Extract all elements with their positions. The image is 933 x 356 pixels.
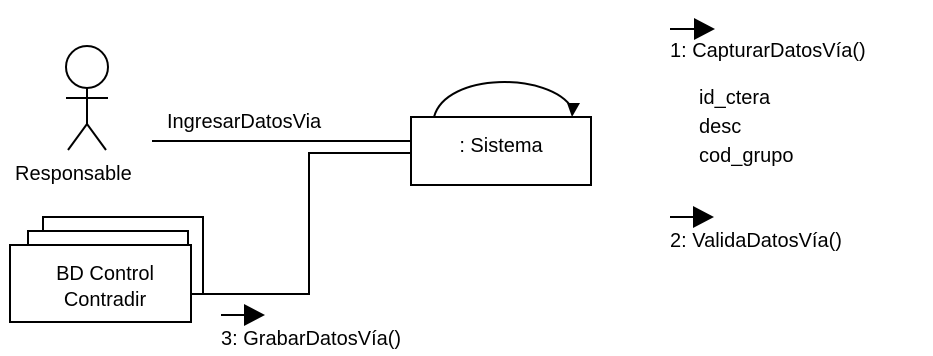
- datastore-label-line2: Contradir: [64, 289, 147, 311]
- param-id-ctera: id_ctera: [699, 87, 771, 109]
- message-2-label: 2: ValidaDatosVía(): [670, 230, 842, 252]
- message-2-arrow: [670, 206, 714, 228]
- actor-left-leg: [67, 123, 88, 151]
- datastore-label-line1: BD Control: [56, 263, 154, 285]
- message-3-arrow: [221, 304, 265, 326]
- actor-head: [65, 45, 109, 89]
- actor-system-link-label: IngresarDatosVia: [167, 111, 322, 133]
- system-object-label: : Sistema: [459, 135, 543, 157]
- datastore-front-box: [9, 244, 192, 323]
- param-cod-grupo: cod_grupo: [699, 145, 794, 167]
- system-object-box: [410, 116, 592, 186]
- actor-label: Responsable: [15, 163, 132, 185]
- actor-right-leg: [86, 123, 107, 151]
- system-datastore-link: [203, 152, 411, 295]
- datastore-stack: [9, 216, 204, 323]
- self-message-arc: [433, 81, 573, 118]
- message-3-label: 3: GrabarDatosVía(): [221, 328, 401, 350]
- message-1-label: 1: CapturarDatosVía(): [670, 40, 866, 62]
- actor-responsable: [65, 45, 109, 151]
- param-desc: desc: [699, 116, 741, 138]
- message-1-arrow: [670, 18, 715, 40]
- self-message-arrowhead: [567, 103, 580, 117]
